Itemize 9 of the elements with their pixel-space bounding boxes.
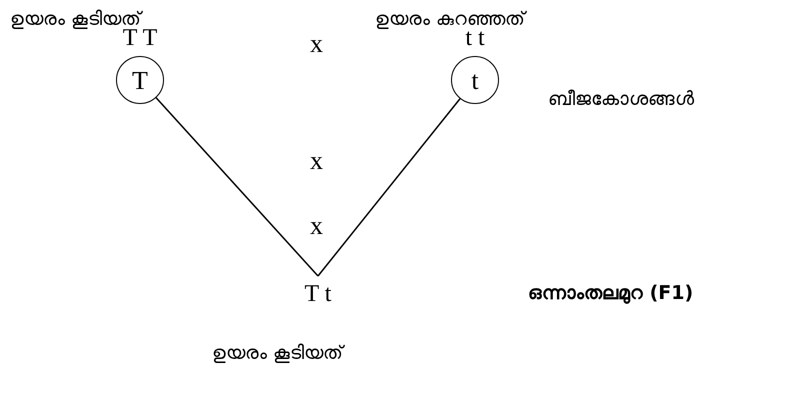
gamete-label: ബീജകോശങ്ങൾ: [548, 88, 694, 112]
cross-symbol: x: [310, 210, 323, 242]
connector-line: [156, 97, 319, 276]
genotype-label: T t: [304, 282, 332, 306]
generation-label: ഒന്നാംതലമുറ (F1): [528, 282, 694, 306]
cross-symbol: x: [310, 28, 323, 60]
phenotype-label: ഉയരം കൂടിയത്: [212, 342, 344, 366]
connector-line: [317, 98, 461, 276]
cross-symbol: x: [310, 145, 323, 177]
